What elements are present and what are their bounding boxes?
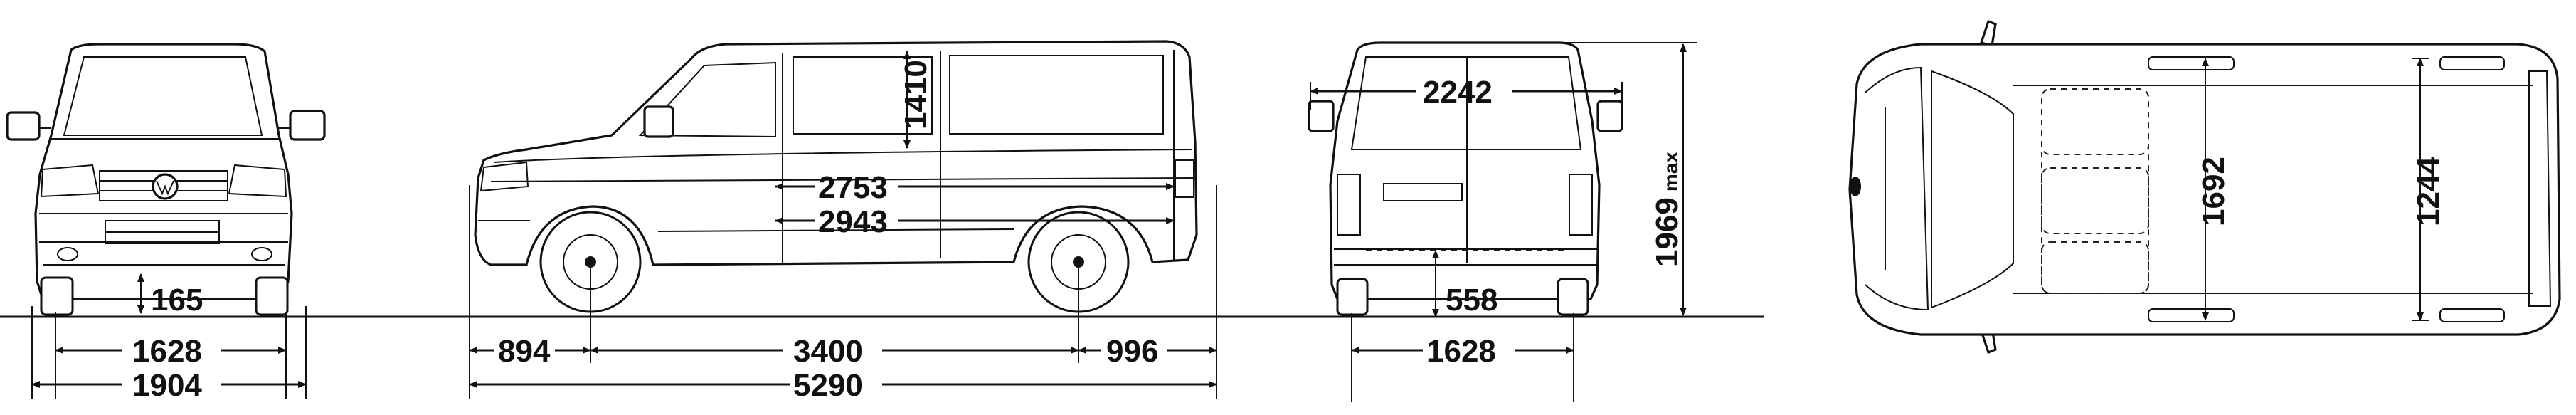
front-view: 165 1628 1904: [6, 43, 326, 403]
side-view: 1410 2753 2943 894 3400 996 5290: [469, 40, 1217, 403]
side-interior-height: 1410: [899, 60, 933, 130]
rear-track: 1628: [1426, 334, 1496, 369]
top-interior-width-wheelarch: 1244: [2411, 157, 2446, 226]
side-load-length-lower: 2943: [818, 204, 888, 239]
rear-total-height: 1969max: [1650, 152, 1685, 267]
side-wheelbase: 3400: [793, 334, 863, 369]
top-interior-width-max: 1692: [2196, 157, 2231, 226]
side-rear-overhang: 996: [1106, 334, 1158, 369]
side-load-length-upper: 2753: [818, 170, 888, 205]
side-front-overhang: 894: [498, 334, 551, 369]
front-ground-clearance: 165: [151, 283, 203, 317]
front-track: 1628: [132, 334, 202, 369]
rear-sill-height: 558: [1446, 283, 1498, 317]
front-width: 1904: [132, 368, 202, 403]
rear-view: 2242 558 1628 1969max: [1308, 41, 1697, 402]
top-view: 1692 1244: [1848, 19, 2561, 354]
rear-door-width: 2242: [1423, 75, 1493, 110]
side-total-length: 5290: [793, 368, 863, 403]
